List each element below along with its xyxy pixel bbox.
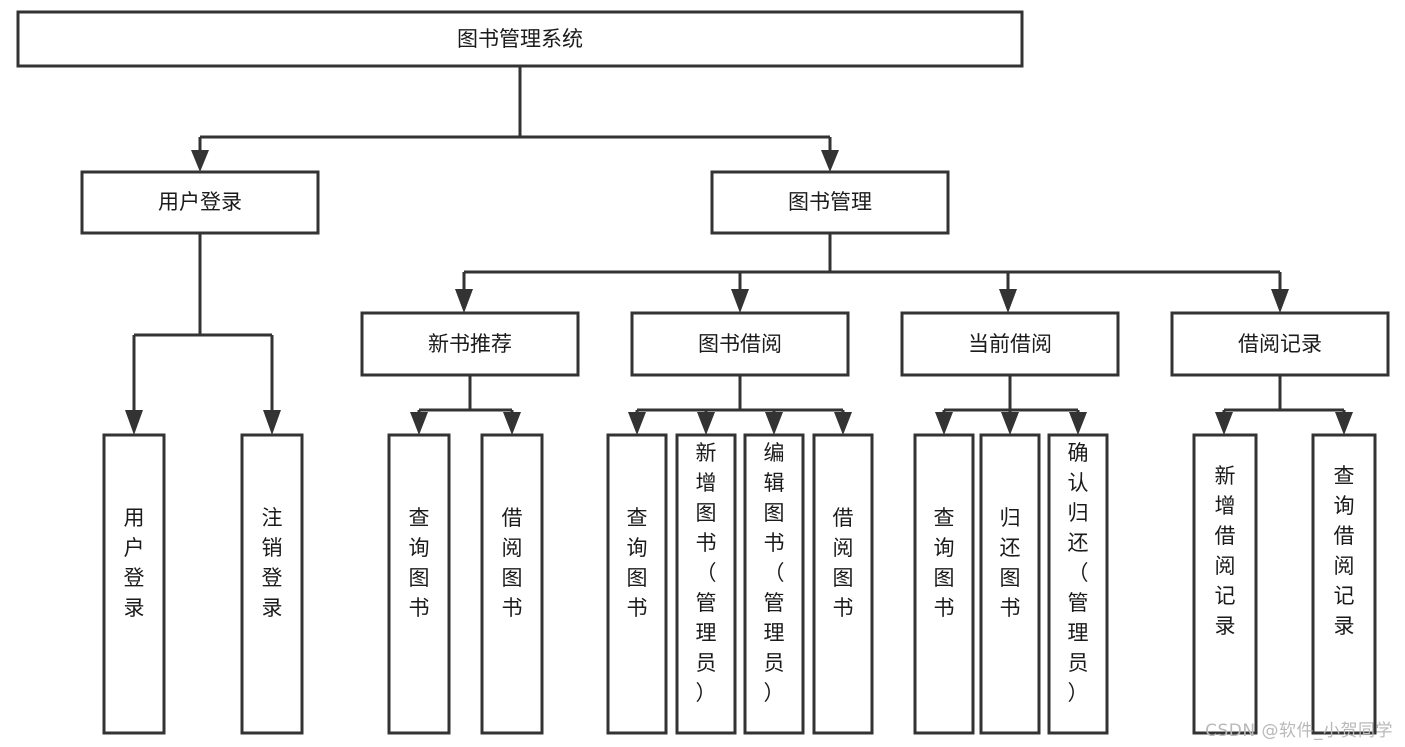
- node-new-book-recommend[interactable]: 新书推荐: [360, 311, 580, 377]
- leaf-user-login-2[interactable]: 注销登录: [240, 433, 304, 735]
- leaf-user-login-1-box[interactable]: [102, 433, 166, 735]
- arrow-head-borrowrecord: [1271, 289, 1289, 313]
- node-borrow-record[interactable]: 借阅记录: [1170, 311, 1390, 377]
- connector-group-new-book: [410, 375, 521, 435]
- node-book-borrow[interactable]: 图书借阅: [630, 311, 850, 377]
- leaf-book-borrow-1-box[interactable]: [606, 433, 668, 735]
- node-book-borrow-label: 图书借阅: [698, 332, 782, 356]
- arrow-head-bookborrow-leaf3: [765, 412, 783, 435]
- arrow-head-newbook-leaf1: [410, 412, 428, 435]
- connector-group-user-login: [125, 233, 281, 435]
- leaf-book-borrow-3[interactable]: 编辑图书（管理员）: [743, 433, 805, 735]
- leaf-book-borrow-4-label: 借阅图书: [833, 506, 854, 620]
- leaf-current-borrow-2[interactable]: 归还图书: [979, 433, 1041, 735]
- arrow-head-bookmgmt: [821, 150, 839, 172]
- arrow-head-currentborrow-leaf1: [935, 412, 953, 435]
- leaf-book-borrow-2-box[interactable]: [675, 433, 737, 735]
- leaf-book-borrow-1-label: 查询图书: [627, 506, 648, 620]
- node-root-box[interactable]: [16, 10, 1024, 68]
- arrow-head-bookborrow-leaf2: [697, 412, 715, 435]
- arrow-head-currentborrow: [999, 289, 1017, 313]
- connector-group-root: [191, 66, 839, 172]
- leaf-borrow-record-2[interactable]: 查询借阅记录: [1311, 433, 1377, 735]
- leaf-current-borrow-3[interactable]: 确认归还（管理员）: [1047, 433, 1109, 735]
- arrow-head-login-leaf1: [125, 410, 143, 435]
- leaf-current-borrow-2-label: 归还图书: [1000, 506, 1021, 620]
- leaf-user-login-1-label: 用户登录: [124, 506, 145, 620]
- arrow-head-login-leaf2: [263, 410, 281, 435]
- connector-group-current-borrow: [935, 375, 1087, 435]
- leaf-borrow-record-1-box[interactable]: [1192, 433, 1258, 735]
- leaf-new-book-2-label: 借阅图书: [502, 506, 523, 620]
- leaf-user-login-2-label: 注销登录: [262, 506, 283, 620]
- leaf-user-login-2-box[interactable]: [240, 433, 304, 735]
- leaf-current-borrow-3-label: 确认归还（管理员）: [1068, 441, 1089, 705]
- leaf-current-borrow-2-box[interactable]: [979, 433, 1041, 735]
- arrow-head-newbook: [455, 289, 473, 313]
- leaf-borrow-record-2-label: 查询借阅记录: [1334, 464, 1355, 638]
- leaf-book-borrow-2[interactable]: 新增图书（管理员）: [675, 433, 737, 735]
- leaf-current-borrow-1-label: 查询图书: [934, 506, 955, 620]
- arrow-head-borrowrecord-leaf1: [1215, 412, 1233, 435]
- leaf-book-borrow-2-label: 新增图书（管理员）: [696, 441, 717, 705]
- arrow-head-login: [191, 150, 209, 172]
- arrow-head-bookborrow-leaf4: [834, 412, 852, 435]
- node-book-management-label: 图书管理: [788, 190, 872, 214]
- arrow-head-borrowrecord-leaf2: [1335, 412, 1353, 435]
- leaf-new-book-1-label: 查询图书: [409, 506, 430, 620]
- leaf-book-borrow-4-box[interactable]: [812, 433, 874, 735]
- leaf-borrow-record-1-label: 新增借阅记录: [1215, 464, 1236, 638]
- arrow-head-currentborrow-leaf2: [1001, 412, 1019, 435]
- node-new-book-recommend-label: 新书推荐: [428, 332, 512, 356]
- connector-group-book-mgmt: [455, 233, 1289, 313]
- node-book-borrow-box[interactable]: [630, 311, 850, 377]
- arrow-head-newbook-leaf2: [503, 412, 521, 435]
- arrow-head-bookborrow-leaf1: [628, 412, 646, 435]
- node-current-borrow-label: 当前借阅: [968, 332, 1052, 356]
- node-book-management-box[interactable]: [710, 170, 950, 235]
- node-user-login-label: 用户登录: [158, 190, 242, 214]
- leaf-current-borrow-1[interactable]: 查询图书: [913, 433, 975, 735]
- connector-group-borrow-record: [1215, 375, 1353, 435]
- leaf-current-borrow-3-box[interactable]: [1047, 433, 1109, 735]
- node-user-login[interactable]: 用户登录: [80, 170, 320, 235]
- leaf-borrow-record-1[interactable]: 新增借阅记录: [1192, 433, 1258, 735]
- leaf-current-borrow-1-box[interactable]: [913, 433, 975, 735]
- node-new-book-recommend-box[interactable]: [360, 311, 580, 377]
- leaf-new-book-2-box[interactable]: [480, 433, 544, 735]
- leaf-borrow-record-2-box[interactable]: [1311, 433, 1377, 735]
- connector-group-book-borrow: [628, 375, 852, 435]
- arrow-head-bookborrow: [731, 289, 749, 313]
- leaf-book-borrow-3-label: 编辑图书（管理员）: [764, 441, 785, 705]
- node-current-borrow-box[interactable]: [900, 311, 1120, 377]
- node-root-label: 图书管理系统: [457, 27, 583, 51]
- leaf-new-book-2[interactable]: 借阅图书: [480, 433, 544, 735]
- leaf-book-borrow-3-box[interactable]: [743, 433, 805, 735]
- arrow-head-currentborrow-leaf3: [1069, 412, 1087, 435]
- leaf-new-book-1[interactable]: 查询图书: [387, 433, 451, 735]
- node-borrow-record-label: 借阅记录: [1238, 332, 1322, 356]
- leaf-user-login-1[interactable]: 用户登录: [102, 433, 166, 735]
- node-book-management[interactable]: 图书管理: [710, 170, 950, 235]
- node-borrow-record-box[interactable]: [1170, 311, 1390, 377]
- node-current-borrow[interactable]: 当前借阅: [900, 311, 1120, 377]
- node-user-login-box[interactable]: [80, 170, 320, 235]
- node-root[interactable]: 图书管理系统: [16, 10, 1024, 68]
- leaf-book-borrow-4[interactable]: 借阅图书: [812, 433, 874, 735]
- leaf-book-borrow-1[interactable]: 查询图书: [606, 433, 668, 735]
- leaf-new-book-1-box[interactable]: [387, 433, 451, 735]
